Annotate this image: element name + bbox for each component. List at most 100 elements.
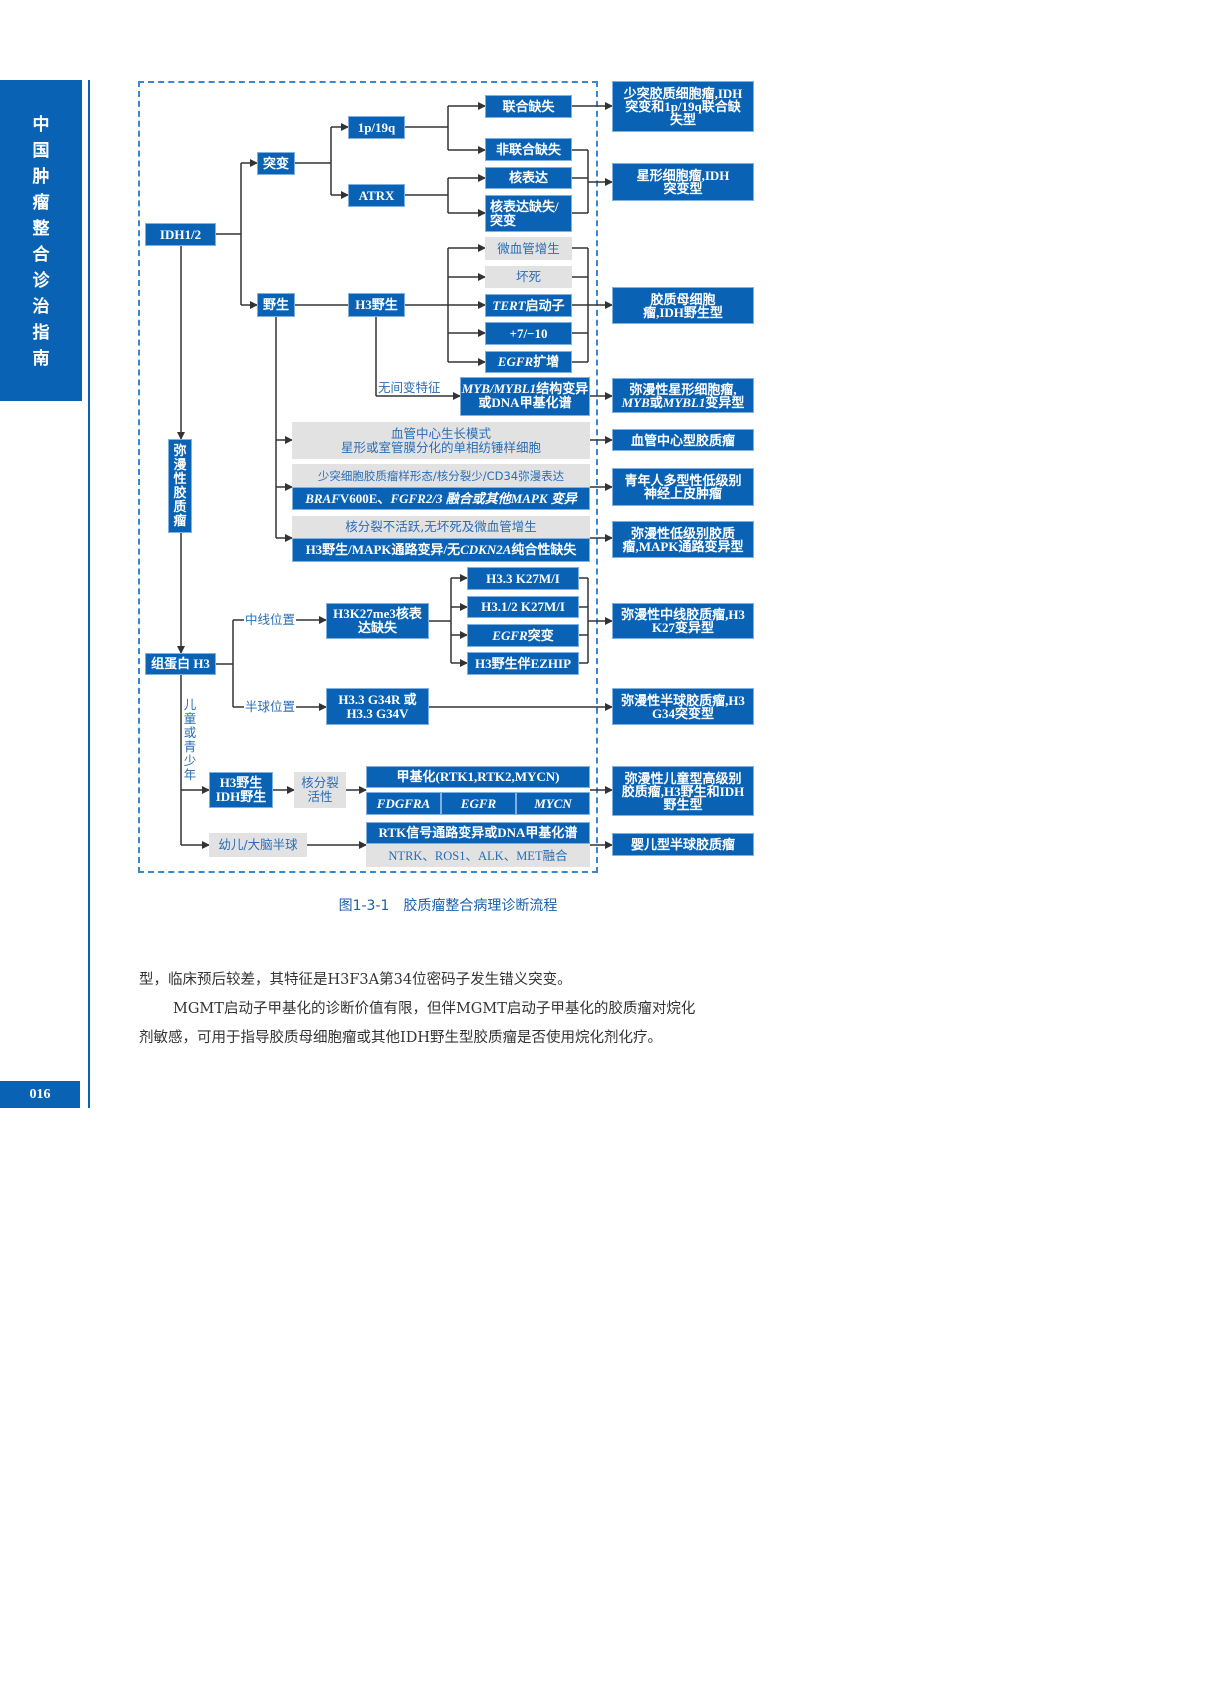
result-label: 弥漫性星形细胞瘤, (629, 382, 737, 397)
body-paragraph-line: 剂敏感，可用于指导胶质母细胞瘤或其他IDH野生型胶质瘤是否使用烷化剂化疗。 (139, 1030, 662, 1046)
result-angiocentric: 血管中心型胶质瘤 (612, 429, 754, 451)
node-pdgfra: FDGFRA (366, 792, 441, 815)
node-label: 血管中心生长模式 (390, 425, 491, 441)
node-label: 纯合性缺失 (511, 542, 577, 557)
body-paragraph-line: MGMT启动子甲基化的诊断价值有限，但伴MGMT启动子甲基化的胶质瘤对烷化 (173, 1001, 696, 1017)
label-char: 年 (183, 767, 197, 782)
node-label: 突变 (527, 627, 554, 643)
result-dlgg-mapk: 弥漫性低级别胶质瘤,MAPK通路变异型 (612, 521, 754, 558)
node-char: 性 (173, 471, 187, 486)
node-label: 扩增 (533, 354, 560, 369)
node-microvascular: 微血管增生 (485, 237, 572, 260)
gene-name: MYB (621, 395, 650, 410)
node-mitotic-activity: 核分裂活性 (294, 772, 346, 808)
gene-name: MYB/MYBL1 (461, 381, 537, 396)
node-mutant: 突变 (257, 152, 295, 175)
result-label: 或 (649, 395, 663, 410)
node-h312-k27m: H3.1/2 K27M/I (467, 596, 579, 618)
node-label: 结构变异或DNA甲基化谱 (478, 381, 589, 410)
label-hemisphere: 半球位置 (244, 699, 297, 714)
node-codeleted: 联合缺失 (485, 95, 572, 118)
node-angiocentric-pattern: 血管中心生长模式星形或室管膜分化的单相纺锤样细胞 (292, 422, 590, 459)
node-necrosis: 坏死 (485, 266, 572, 288)
node-char: 胶 (173, 485, 187, 500)
gene-name: TERT (492, 297, 526, 313)
result-pylnt: 青年人多型性低级别神经上皮肿瘤 (612, 468, 754, 506)
node-ezhip: H3野生伴EZHIP (467, 652, 579, 675)
label-char: 青 (183, 739, 197, 754)
result-astrocytoma: 星形细胞瘤,IDH突变型 (612, 163, 754, 201)
result-dhg-g34: 弥漫性半球胶质瘤,H3 G34突变型 (612, 688, 754, 725)
result-pdhgg: 弥漫性儿童型高级别胶质瘤,H3野生和IDH野生型 (612, 766, 754, 816)
node-chr7-10: +7/−10 (485, 322, 572, 345)
label-char: 儿 (183, 697, 197, 712)
node-char: 弥 (173, 443, 187, 458)
sidebar-book-title: 中 国 肿 瘤 整 合 诊 治 指 南 (0, 80, 82, 401)
node-histone-h3: 组蛋白 H3 (145, 653, 216, 675)
node-methylation: 甲基化(RTK1,RTK2,MYCN) (366, 766, 590, 788)
node-fusions: NTRK、ROS1、ALK、MET融合 (366, 844, 590, 867)
label-char: 少 (183, 753, 197, 768)
gene-name: CDKN2A (460, 542, 512, 557)
label-no-anaplasia: 无间变特征 (377, 380, 442, 395)
title-char: 瘤 (32, 193, 50, 213)
node-h33-k27m: H3.3 K27M/I (467, 567, 579, 590)
diagram-dashed-frame (138, 81, 598, 873)
result-glioblastoma: 胶质母细胞瘤,IDH野生型 (612, 287, 754, 324)
label-child-adolescent: 儿童或青少年 (183, 698, 197, 782)
node-h3-idh-wildtype: H3野生 IDH野生 (209, 772, 273, 808)
gene-name: EGFR (492, 627, 528, 643)
label-midline: 中线位置 (244, 612, 297, 627)
title-char: 国 (32, 141, 50, 161)
result-label: 变异型 (705, 395, 745, 410)
node-label: V600E、 (339, 490, 391, 506)
node-h3-wildtype: H3野生 (348, 293, 405, 317)
node-infant-hemisphere: 幼儿/大脑半球 (209, 833, 307, 857)
node-wildtype: 野生 (257, 293, 295, 317)
title-char: 诊 (32, 271, 50, 291)
node-idh: IDH1/2 (145, 223, 216, 246)
node-label: 星形或室管膜分化的单相纺锤样细胞 (340, 439, 541, 455)
node-label: 启动子 (525, 297, 565, 313)
result-myb-astrocytoma: 弥漫性星形细胞瘤,MYB或MYBL1变异型 (612, 378, 754, 413)
node-rtk: RTK信号通路变异或DNA甲基化谱 (366, 822, 590, 844)
node-diffuse-glioma: 弥漫性胶质瘤 (168, 439, 192, 533)
node-myb: MYB/MYBL1结构变异或DNA甲基化谱 (460, 377, 590, 416)
node-char: 漫 (173, 457, 187, 472)
node-low-mitotic: 核分裂不活跃,无坏死及微血管增生 (292, 516, 590, 538)
node-char: 瘤 (173, 513, 187, 528)
node-atrx: ATRX (348, 184, 405, 207)
title-char: 合 (32, 245, 50, 265)
result-oligodendroglioma: 少突胶质细胞瘤,IDH突变和1p/19q联合缺失型 (612, 81, 754, 132)
node-label: MAPK 变异 (510, 490, 577, 506)
gene-name: FDGFRA (376, 795, 431, 811)
gene-name: BRAF (305, 490, 340, 506)
node-mycn: MYCN (516, 792, 590, 815)
figure-caption: 图1-3-1 胶质瘤整合病理诊断流程 (338, 898, 558, 914)
label-char: 或 (183, 725, 197, 740)
node-g34: H3.3 G34R 或H3.3 G34V (326, 688, 429, 725)
result-dmg-k27: 弥漫性中线胶质瘤,H3 K27变异型 (612, 603, 754, 639)
page-number: 016 (0, 1081, 80, 1108)
title-char: 整 (32, 219, 50, 239)
node-pylnt-morphology: 少突细胞胶质瘤样形态/核分裂少/CD34弥漫表达 (292, 464, 590, 487)
node-char: 质 (173, 499, 187, 514)
gene-name: FGFR2/3 融合或其他 (390, 490, 511, 506)
result-ihg: 婴儿型半球胶质瘤 (612, 833, 754, 856)
title-char: 治 (32, 297, 50, 317)
node-1p19q: 1p/19q (348, 116, 405, 139)
gene-name: MYBL1 (662, 395, 706, 410)
title-char: 南 (32, 349, 50, 369)
margin-rule (88, 80, 90, 1108)
title-char: 中 (32, 115, 50, 135)
node-nuclear-loss: 核表达缺失/突变 (485, 195, 572, 232)
node-label: H3野生/MAPK通路变异/无 (305, 542, 461, 557)
body-paragraph-line: 型，临床预后较差，其特征是H3F3A第34位密码子发生错义突变。 (139, 972, 572, 988)
node-non-codeleted: 非联合缺失 (485, 138, 572, 161)
